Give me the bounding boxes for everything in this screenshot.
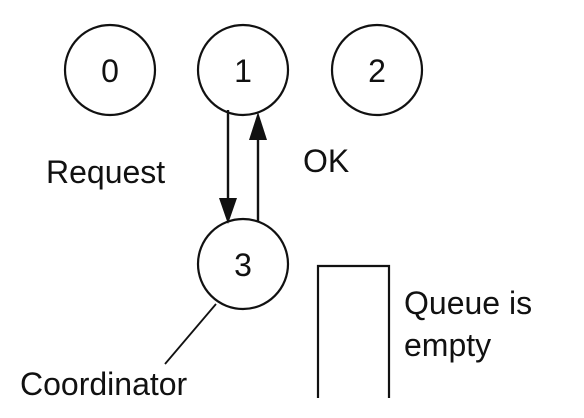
node-1-label: 1	[234, 53, 252, 89]
coordinator-pointer-line	[164, 303, 217, 365]
queue-label-line1: Queue is	[404, 285, 532, 321]
queue-label-line2: empty	[404, 327, 491, 363]
node-2-circle	[330, 23, 424, 117]
ok-label: OK	[303, 143, 349, 179]
node-0-label: 0	[101, 53, 119, 89]
request-arrow	[219, 110, 237, 224]
request-label: Request	[46, 154, 165, 190]
node-0-circle	[63, 23, 157, 117]
node-1-circle	[196, 23, 290, 117]
node-3-label: 3	[234, 247, 252, 283]
node-3-circle	[196, 217, 290, 311]
queue-box	[316, 264, 391, 398]
node-2-label: 2	[368, 53, 386, 89]
process-node-1: 1	[196, 23, 290, 117]
process-node-2: 2	[330, 23, 424, 117]
ok-arrow	[249, 112, 267, 222]
coordinator-label: Coordinator	[20, 366, 188, 402]
request-arrowhead	[219, 198, 237, 224]
process-node-0: 0	[63, 23, 157, 117]
coordinator-node-3: 3	[196, 217, 290, 311]
ok-arrowhead	[249, 112, 267, 140]
